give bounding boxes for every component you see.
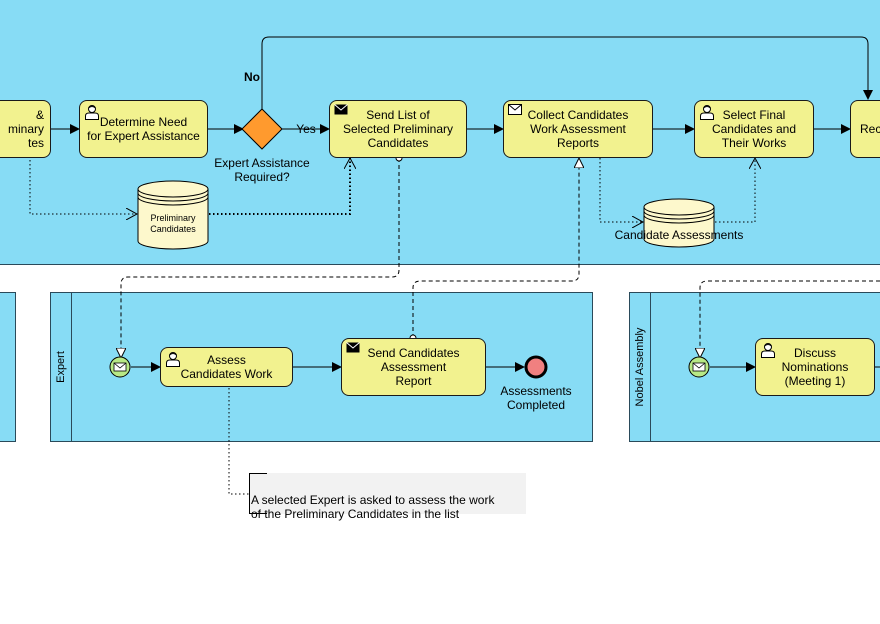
expert-start-event	[109, 356, 131, 378]
user-icon	[165, 351, 181, 367]
data-assoc-store-to-select	[715, 158, 755, 223]
task-partial-right-label: Rec	[860, 122, 880, 136]
annotation-association	[228, 388, 250, 495]
preliminary-candidates-datastore: Preliminary Candidates	[137, 180, 209, 250]
task-discuss-nominations[interactable]: Discuss Nominations (Meeting 1)	[755, 338, 875, 396]
expert-assistance-gateway	[241, 108, 283, 150]
task-send-report[interactable]: Send Candidates Assessment Report	[341, 338, 486, 396]
task-discuss-nominations-label: Discuss Nominations (Meeting 1)	[781, 346, 849, 388]
user-icon	[699, 104, 715, 120]
candidate-assessments-label: Candidate Assessments	[614, 228, 744, 242]
send-message-icon	[334, 104, 348, 115]
task-assess-work-label: Assess Candidates Work	[180, 353, 273, 381]
text-annotation: A selected Expert is asked to assess the…	[249, 473, 526, 521]
data-assoc-collect-to-store	[599, 158, 643, 222]
send-message-icon	[346, 342, 360, 353]
preliminary-candidates-label: Preliminary Candidates	[150, 213, 196, 234]
task-send-list[interactable]: Send List of Selected Preliminary Candid…	[329, 100, 467, 158]
task-partial-right[interactable]: Rec	[850, 100, 880, 158]
task-partial-left-label: & minary tes	[7, 108, 44, 150]
task-collect-reports[interactable]: Collect Candidates Work Assessment Repor…	[503, 100, 653, 158]
message-flow-to-nobel-assembly	[700, 280, 880, 357]
gateway-yes-label: Yes	[296, 122, 316, 136]
task-collect-reports-label: Collect Candidates Work Assessment Repor…	[527, 108, 629, 150]
task-assess-work[interactable]: Assess Candidates Work	[160, 347, 293, 387]
text-annotation-content: A selected Expert is asked to assess the…	[251, 493, 495, 521]
nobel-assembly-lane-header: Nobel Assembly	[630, 293, 651, 441]
task-select-final-label: Select Final Candidates and Their Works	[711, 108, 797, 150]
candidate-assessments-datastore	[643, 198, 715, 248]
end-event-label: Assessments Completed	[500, 384, 572, 412]
task-send-report-label: Send Candidates Assessment Report	[367, 346, 460, 388]
receive-message-icon	[508, 104, 522, 115]
user-icon	[760, 342, 776, 358]
annotation-bracket	[249, 473, 267, 514]
task-select-final[interactable]: Select Final Candidates and Their Works	[694, 100, 814, 158]
task-determine-need-label: Determine Need for Expert Assistance	[87, 115, 200, 143]
gateway-no-label: No	[244, 70, 260, 84]
left-partial-pool	[0, 292, 16, 442]
task-send-list-label: Send List of Selected Preliminary Candid…	[342, 108, 454, 150]
expert-lane-header: Expert	[51, 293, 72, 441]
message-flow-report-to-collect	[413, 159, 579, 338]
data-assoc-partial-to-store	[29, 160, 137, 214]
task-determine-need[interactable]: Determine Need for Expert Assistance	[79, 100, 208, 158]
nobel-assembly-start-event	[688, 356, 710, 378]
message-flow-send-to-expert	[121, 158, 399, 357]
task-partial-left[interactable]: & minary tes	[0, 100, 51, 158]
flow-gateway-no	[261, 36, 873, 109]
gateway-question-label: Expert Assistance Required?	[214, 156, 310, 184]
assessments-completed-end-event	[524, 355, 548, 379]
user-icon	[84, 104, 100, 120]
